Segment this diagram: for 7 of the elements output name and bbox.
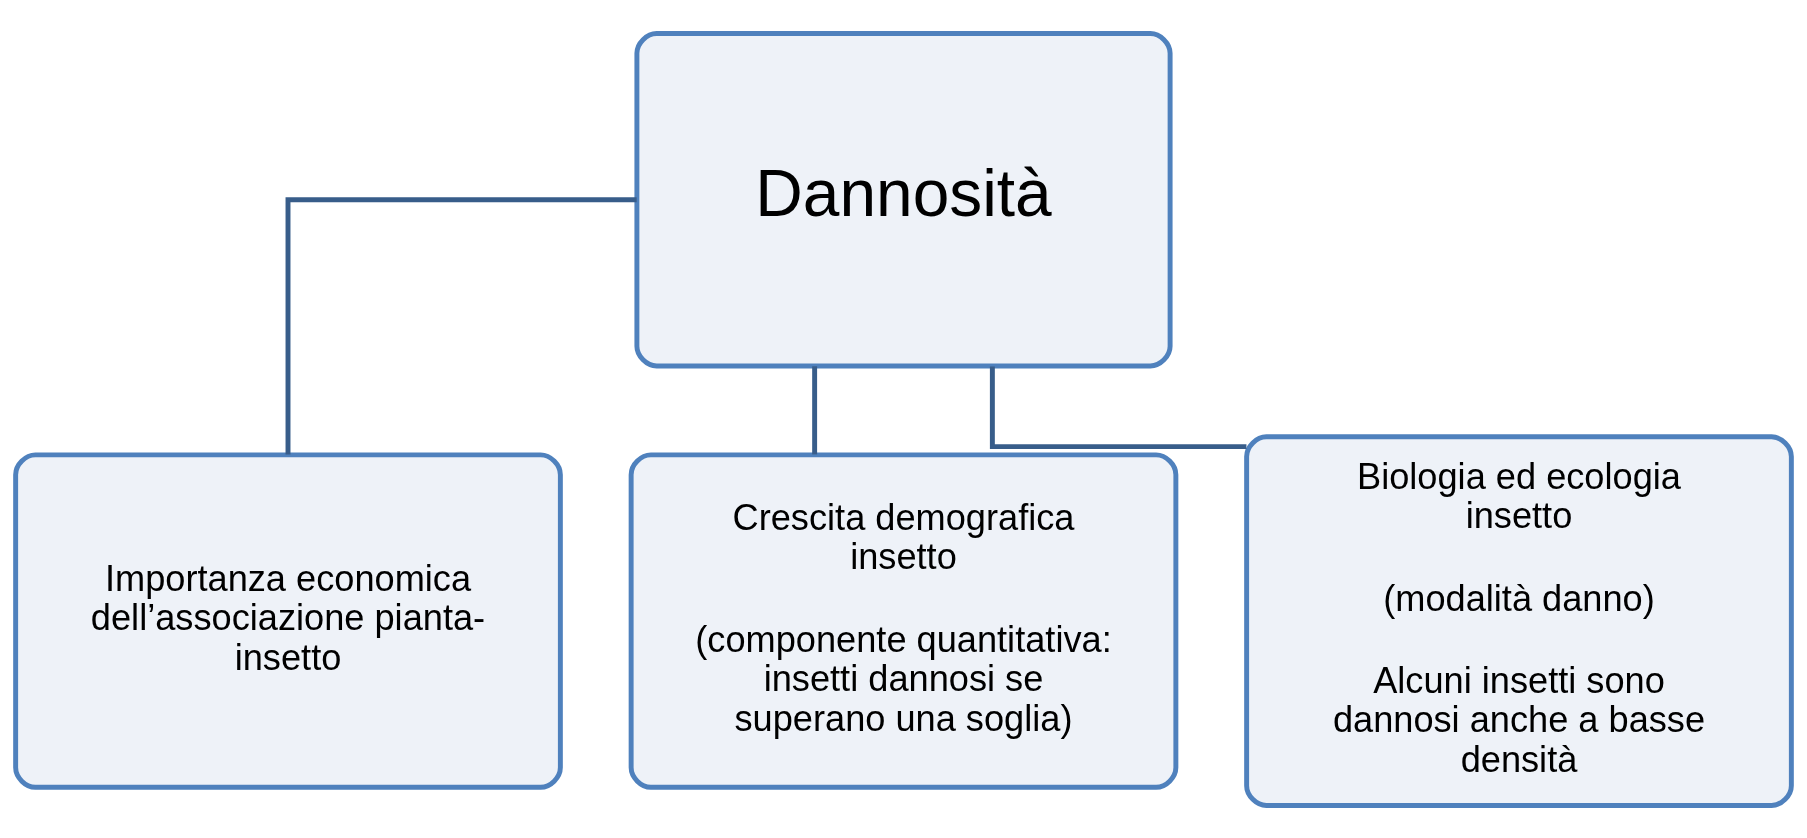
connector <box>989 366 1247 449</box>
node-box: Dannosità <box>634 30 1173 368</box>
connector <box>812 365 818 454</box>
node-box: Importanza economica dell’associazione pianta-insetto <box>13 451 563 790</box>
node-box: Crescita demografica insetto (componente quantitativa: insetti dannosi se superano una soglia) <box>628 451 1179 790</box>
connector <box>285 196 637 455</box>
node-box: Biologia ed ecologia insetto (modalità danno) Alcuni insetti sono dannosi anche a basse densità <box>1244 433 1794 808</box>
